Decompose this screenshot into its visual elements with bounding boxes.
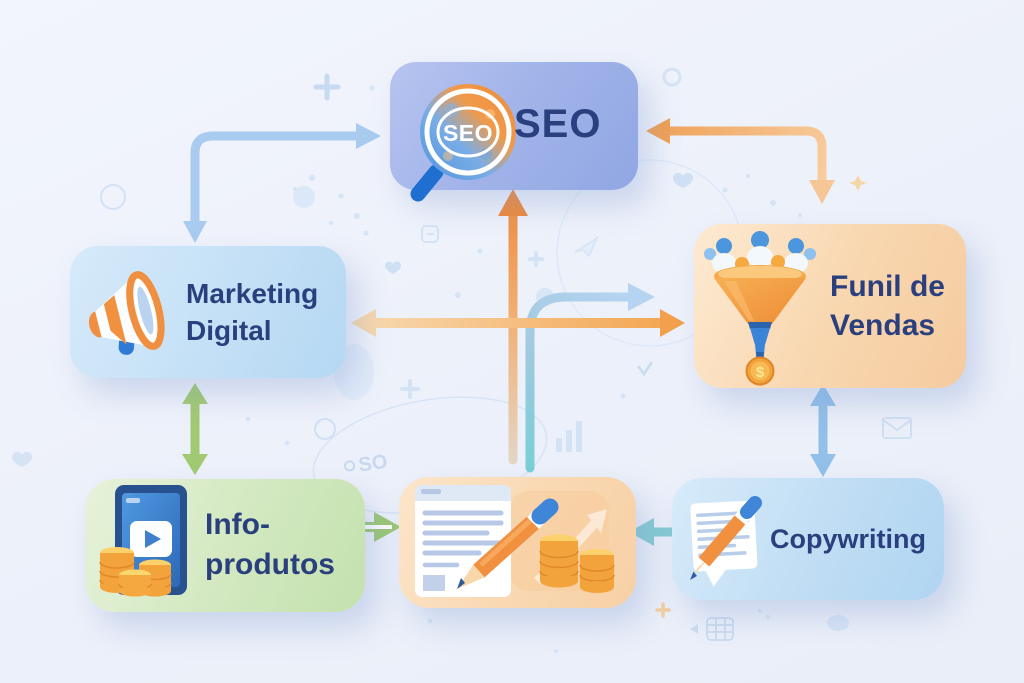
triangle-sketch	[690, 624, 698, 634]
node-marketing-digital: Marketing Digital	[70, 246, 346, 378]
sales-funnel-icon: $	[704, 231, 816, 386]
grid-icon	[706, 617, 734, 641]
node-info-produtos: Info- produtos	[85, 479, 365, 612]
tablet-coins-icon	[99, 485, 187, 597]
envelope-icon	[882, 417, 912, 439]
arrow-funil-copy	[810, 384, 836, 477]
node-funil-de-vendas: $ Funil de Vendas	[694, 224, 966, 388]
arrow-marketing-info	[182, 383, 208, 475]
copywriting-label: Copywriting	[770, 524, 926, 554]
pencil	[690, 496, 762, 580]
play-icon	[145, 530, 161, 548]
bar-chart-icon	[556, 421, 582, 452]
funil-de-vendas-label: Funil de Vendas	[830, 270, 945, 342]
arrow-content-to-funil	[525, 283, 655, 473]
confetti-dots	[246, 85, 908, 653]
arrow-marketing-funil	[351, 309, 685, 337]
heart-icon	[12, 451, 32, 467]
arrow-copy-to-content	[629, 518, 674, 546]
square-sketch-icon	[421, 225, 439, 243]
heart-icon	[673, 172, 693, 188]
node-copywriting: Copywriting	[672, 478, 944, 600]
svg-text:SEO: SEO	[443, 120, 493, 146]
seo-label: SEO	[514, 102, 602, 146]
check-sketch	[637, 361, 654, 377]
svg-text:SO: SO	[357, 451, 389, 477]
seo-magnifier-icon: SEO	[410, 84, 516, 202]
node-seo: SEO SEO	[390, 62, 638, 202]
funnel-coin: $	[745, 356, 775, 386]
document-pencil-coins-icon	[415, 485, 615, 597]
plus-icon	[313, 73, 341, 101]
plus-icon-orange	[655, 602, 671, 618]
pencil	[457, 498, 559, 589]
coin-stacks	[539, 534, 615, 593]
sparkle-icon	[849, 175, 867, 191]
paper-plane-icon	[574, 236, 599, 258]
info-produtos-label: Info- produtos	[205, 508, 335, 581]
plus-icon	[400, 251, 544, 399]
svg-text:$: $	[756, 364, 765, 381]
coin-stacks	[99, 547, 172, 597]
marketing-digital-label: Marketing Digital	[186, 278, 319, 346]
arrow-seo-funil	[646, 118, 835, 204]
paper-pencil-icon	[690, 496, 762, 587]
so-sketch-text: SO	[344, 451, 389, 477]
magnifier-handle	[410, 164, 444, 202]
arrow-content-to-seo	[498, 189, 528, 465]
background-decorations: SO	[12, 67, 912, 653]
heart-icon	[385, 261, 401, 274]
megaphone-icon	[88, 271, 165, 355]
arrow-marketing-seo	[183, 123, 381, 243]
node-content	[399, 477, 636, 608]
